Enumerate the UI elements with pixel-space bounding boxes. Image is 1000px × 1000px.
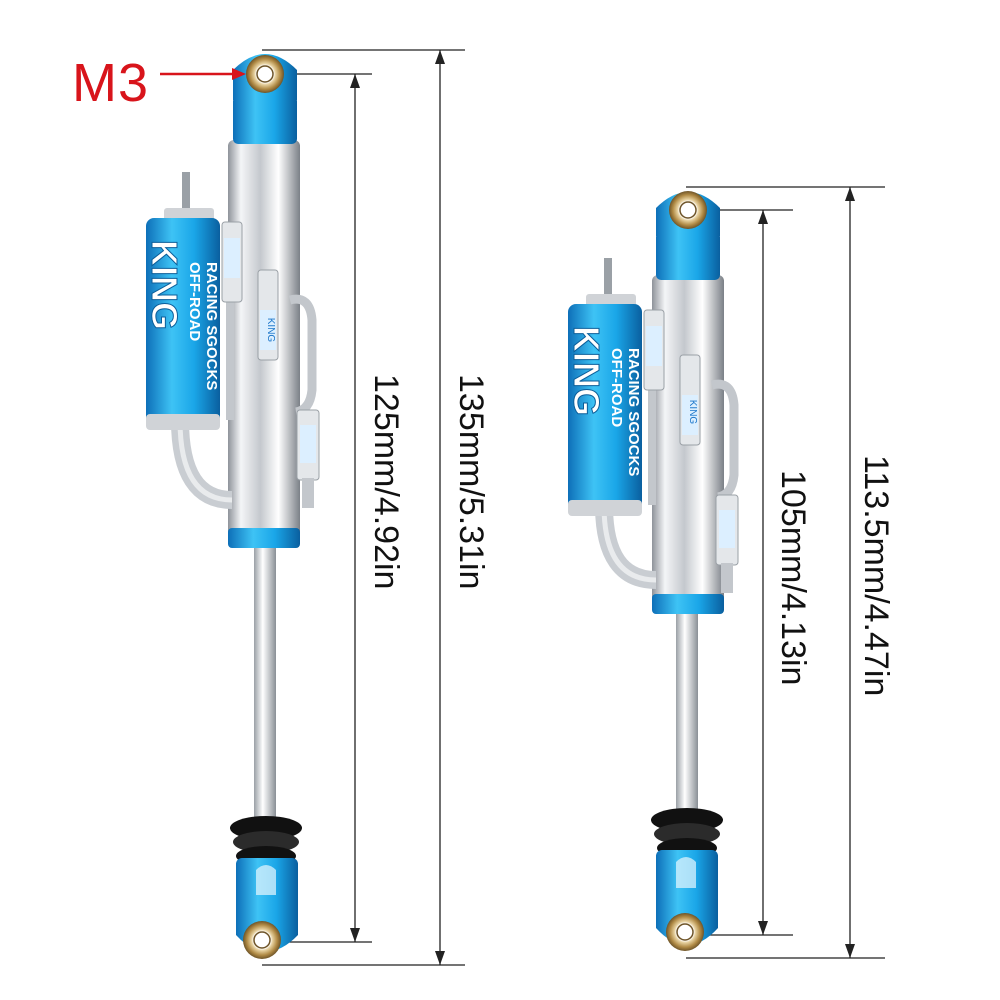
- left-shock: KING KING OFF-ROAD RACING SGOCKS: [144, 49, 465, 966]
- right-dimension-arrows: [758, 187, 855, 958]
- right-piston-rod: [676, 610, 698, 820]
- right-valve-1: [643, 309, 665, 391]
- right-top-cap: [656, 191, 720, 280]
- left-valve-2: KING: [257, 269, 279, 361]
- left-reservoir-subtitle-2: RACING SGOCKS: [203, 262, 220, 390]
- right-side-tube: [710, 379, 739, 502]
- right-outer-dimension-label: 113.5mm/4.47in: [857, 455, 895, 697]
- left-reservoir: KING OFF-ROAD RACING SGOCKS: [144, 172, 220, 430]
- right-inner-dimension-label: 105mm/4.13in: [774, 470, 812, 686]
- right-reservoir-brand: KING: [566, 326, 607, 416]
- left-top-cap: [233, 54, 297, 144]
- right-valve-3: [715, 494, 739, 593]
- left-reservoir-subtitle-1: OFF-ROAD: [186, 262, 203, 341]
- m3-callout-label: M3: [72, 53, 150, 113]
- m3-callout-arrow: [160, 68, 246, 80]
- left-reservoir-brand: KING: [144, 240, 185, 330]
- left-side-tube: [288, 294, 317, 417]
- left-dimension-arrows: [350, 50, 445, 965]
- right-reservoir-subtitle-1: OFF-ROAD: [608, 348, 625, 427]
- left-inner-dimension-label: 125mm/4.92in: [367, 374, 405, 590]
- left-piston-rod: [254, 548, 276, 828]
- right-reservoir: KING OFF-ROAD RACING SGOCKS: [566, 258, 642, 516]
- right-reservoir-subtitle-2: RACING SGOCKS: [625, 348, 642, 476]
- left-valve-label: KING: [265, 318, 276, 343]
- left-outer-dimension-label: 135mm/5.31in: [452, 374, 490, 590]
- right-reservoir-hose: [595, 504, 657, 589]
- left-lower-eyelet: [236, 858, 298, 959]
- right-shock: KING KING OFF-ROAD RACING SGOCKS: [566, 186, 885, 959]
- right-valve-label: KING: [687, 400, 698, 425]
- right-dimension-lines: [686, 186, 885, 959]
- left-valve-1: [221, 221, 243, 303]
- right-lower-eyelet: [656, 850, 718, 951]
- left-reservoir-hose: [171, 419, 233, 509]
- left-valve-3: [296, 409, 320, 508]
- right-valve-2: KING: [679, 354, 701, 446]
